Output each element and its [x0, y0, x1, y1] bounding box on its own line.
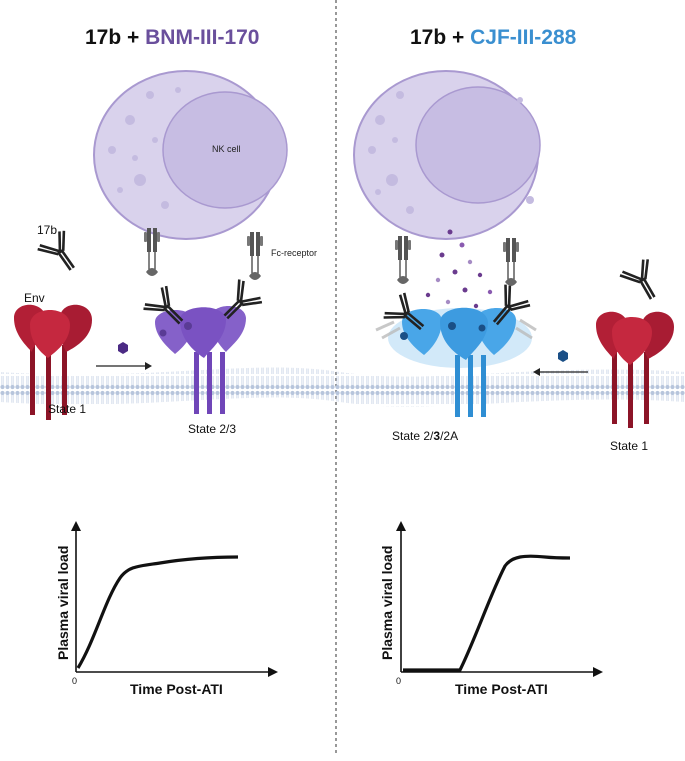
antibody-ghost-lines	[375, 318, 537, 340]
antibody-label: 17b	[37, 223, 57, 237]
left-origin-label: 0	[72, 676, 77, 686]
nk-cell-right	[353, 70, 541, 240]
fc-receptor-right-1	[394, 235, 412, 285]
cytotoxic-granules	[425, 229, 493, 309]
right-x-axis-label: Time Post-ATI	[455, 681, 548, 697]
left-viral-load-chart: Plasma viral load Time Post-ATI 0	[55, 521, 278, 697]
nk-cell-left: NK cell	[93, 70, 288, 240]
compound-hexagon-right	[558, 350, 568, 362]
right-origin-label: 0	[396, 676, 401, 686]
left-state1-label: State 1	[48, 402, 86, 416]
fc-receptor-left-2	[246, 231, 264, 281]
nk-cell-label: NK cell	[212, 144, 241, 154]
antibody-17b-free-right	[617, 256, 668, 308]
arrow-left-panel	[96, 362, 152, 370]
left-title-compound: BNM-III-170	[145, 26, 259, 49]
env-state1-left	[14, 304, 92, 420]
right-curve	[403, 554, 571, 672]
right-viral-load-chart: Plasma viral load Time Post-ATI 0	[379, 521, 603, 697]
left-curve	[76, 555, 239, 669]
left-y-axis-label: Plasma viral load	[55, 546, 71, 660]
env-label: Env	[24, 291, 45, 305]
fc-receptor-label: Fc-receptor	[271, 248, 317, 258]
fc-receptor-left-1	[143, 227, 161, 277]
right-y-axis-label: Plasma viral load	[379, 546, 395, 660]
arrow-right-panel	[533, 368, 588, 376]
env-state1-right	[596, 311, 674, 428]
cell-membrane	[0, 367, 685, 407]
right-title-compound: CJF-III-288	[470, 26, 577, 49]
right-state-label: State 2/3/2A	[392, 429, 458, 443]
left-x-axis-label: Time Post-ATI	[130, 681, 223, 697]
right-title: 17b + CJF-III-288	[410, 26, 577, 49]
left-state23-label: State 2/3	[188, 422, 236, 436]
left-title: 17b + BNM-III-170	[85, 26, 259, 49]
compound-hexagon-left	[118, 342, 128, 354]
fc-receptor-right-2	[502, 237, 520, 287]
right-state1-label: State 1	[610, 439, 648, 453]
env-state23-left	[155, 306, 246, 414]
